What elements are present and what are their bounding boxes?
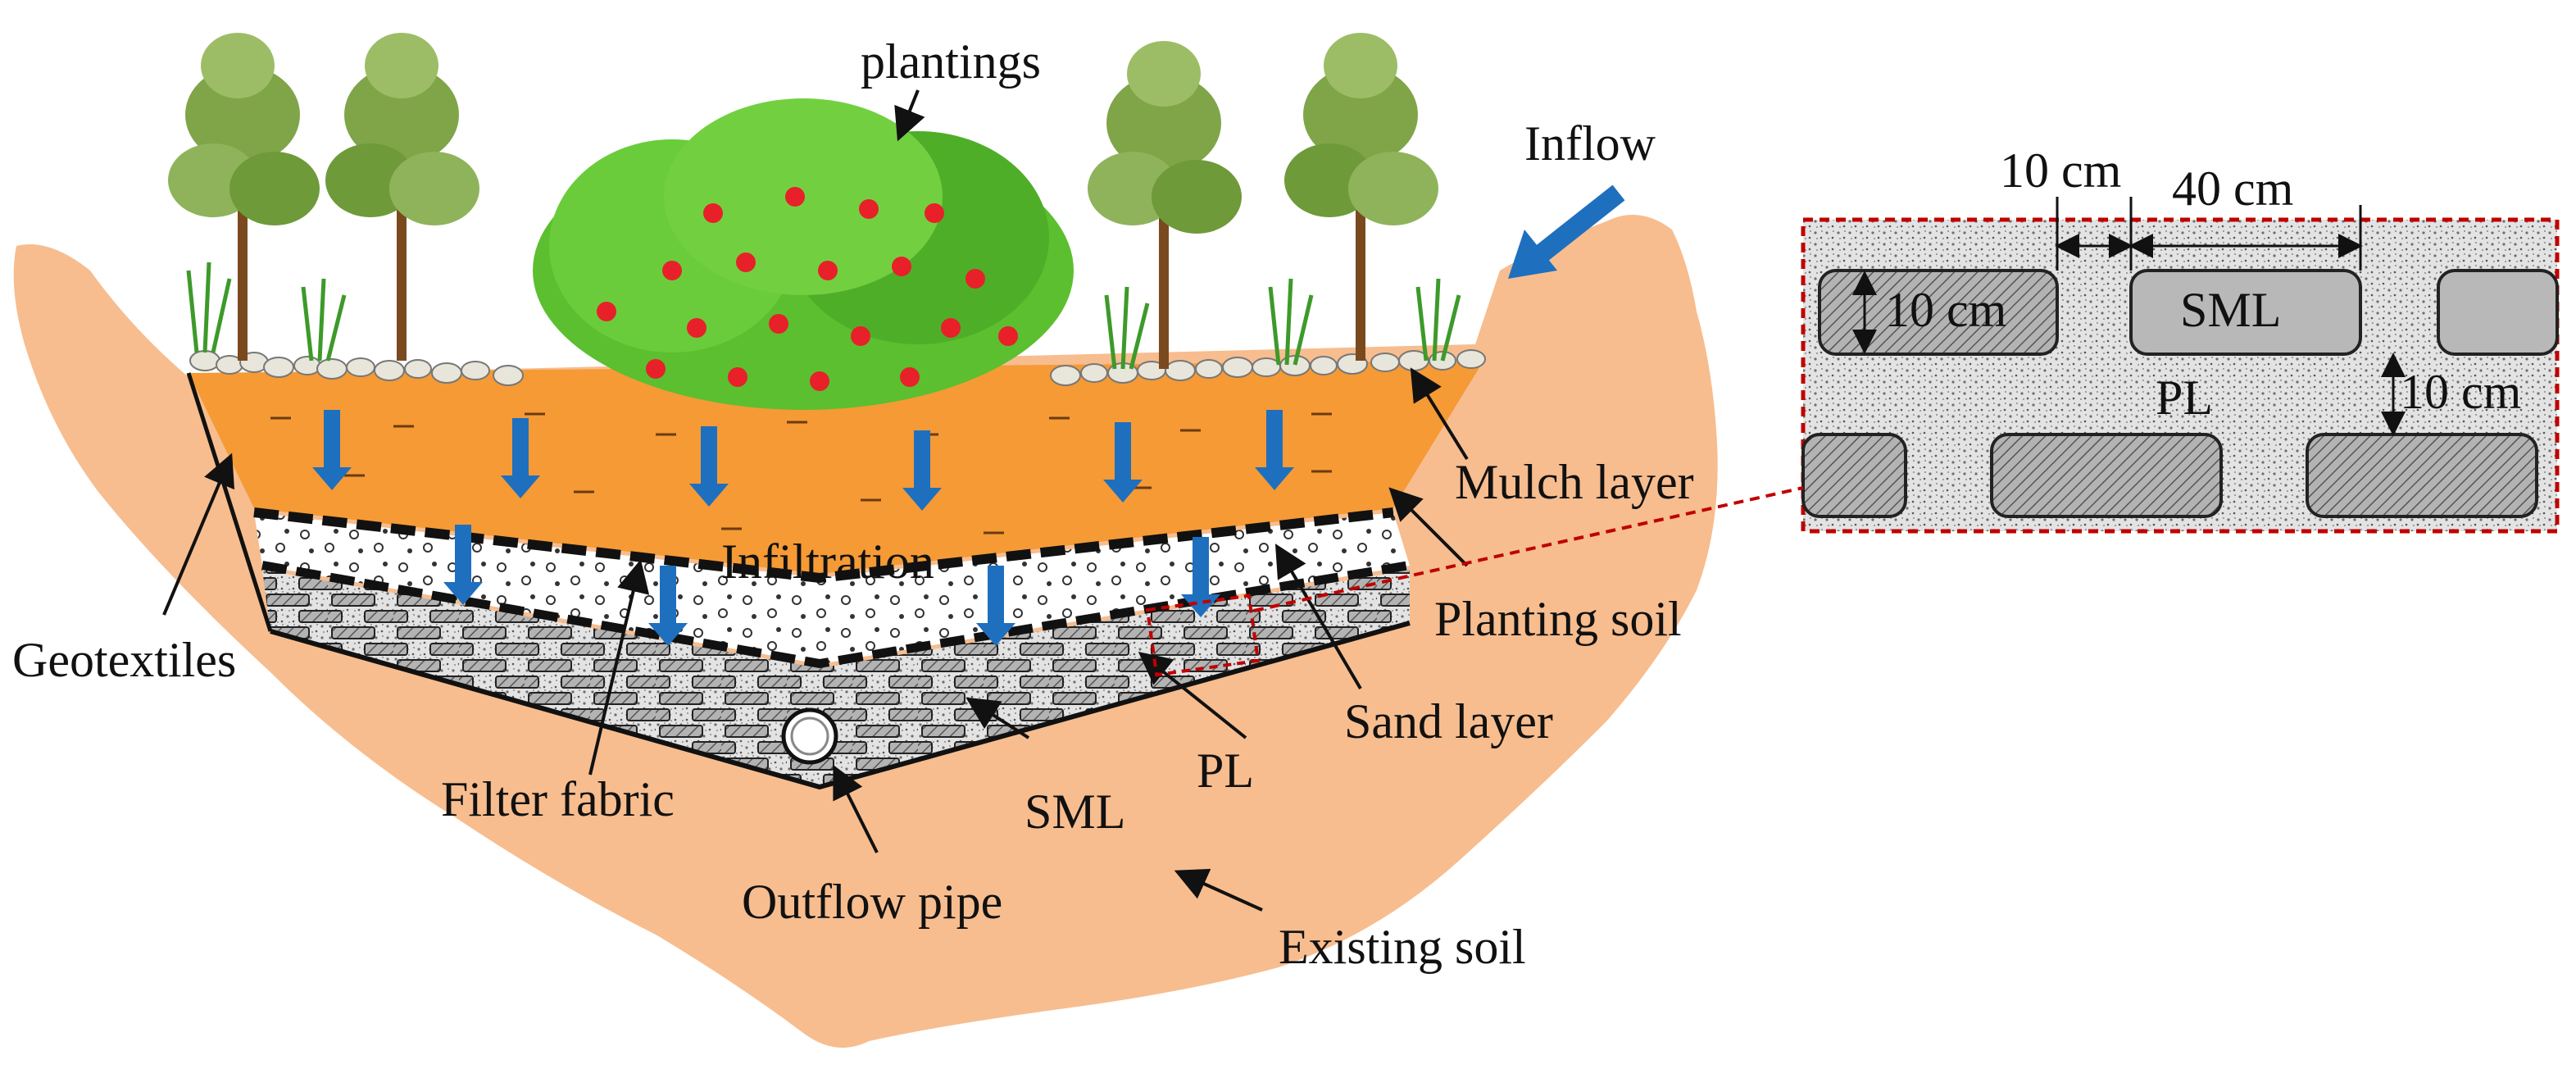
label-filter-fabric: Filter fabric xyxy=(441,772,675,826)
grass xyxy=(186,262,1461,370)
soil-dashes xyxy=(270,412,1332,534)
label-sand-layer: Sand layer xyxy=(1344,694,1553,748)
shrub xyxy=(533,98,1074,410)
detail-block-height: 10 cm xyxy=(1885,283,2006,337)
label-inflow: Inflow xyxy=(1524,116,1656,171)
sml-pl-layer xyxy=(262,570,1410,787)
infiltration-arrows xyxy=(312,410,1294,646)
leader-lines xyxy=(162,89,1469,912)
tree xyxy=(168,33,320,361)
flowers xyxy=(597,187,1018,391)
detail-connector xyxy=(1253,486,1804,612)
label-existing-soil: Existing soil xyxy=(1279,920,1526,974)
detail-block-length: 40 cm xyxy=(2172,161,2293,216)
label-geotextiles: Geotextiles xyxy=(12,633,236,687)
mulch-stones xyxy=(189,349,1486,386)
geotextile-side xyxy=(186,372,273,632)
tree xyxy=(325,33,479,361)
label-plantings: plantings xyxy=(861,34,1041,89)
inflow-arrow xyxy=(1508,184,1625,279)
detail-matrix-label: PL xyxy=(2156,371,2213,425)
label-sml: SML xyxy=(1024,785,1125,839)
detail-gap-vertical: 10 cm xyxy=(2400,365,2521,419)
filter-fabric-top xyxy=(253,507,1394,584)
tree xyxy=(1284,33,1438,361)
outflow-pipe xyxy=(781,707,838,765)
tree xyxy=(1088,41,1242,369)
label-planting-soil: Planting soil xyxy=(1434,592,1682,646)
detail-gap-horizontal: 10 cm xyxy=(2000,143,2121,198)
label-outflow-pipe: Outflow pipe xyxy=(742,875,1002,929)
detail-inset xyxy=(1801,197,2560,534)
label-mulch-layer: Mulch layer xyxy=(1455,455,1694,509)
label-pl: PL xyxy=(1197,744,1254,798)
geotextile-bottom xyxy=(270,621,1411,790)
detail-block-label: SML xyxy=(2180,283,2281,337)
label-infiltration: Infiltration xyxy=(721,534,934,589)
planting-soil xyxy=(189,361,1483,574)
